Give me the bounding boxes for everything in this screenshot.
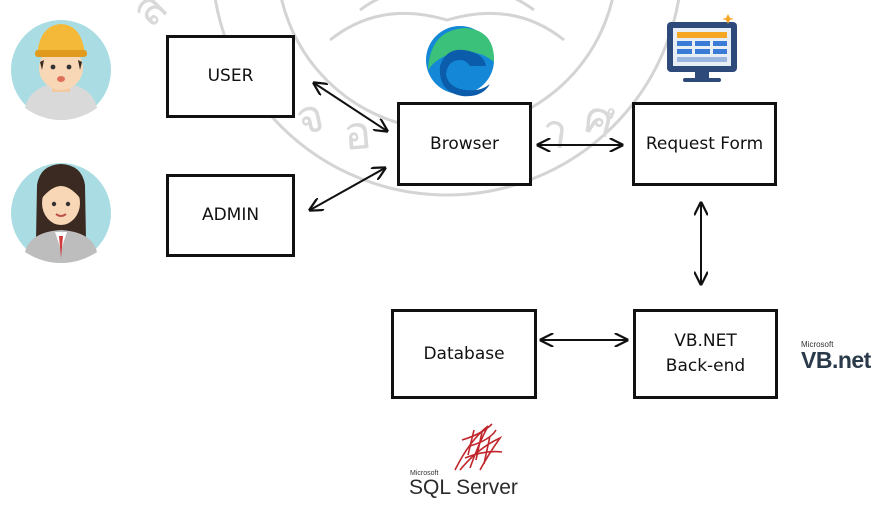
svg-text:ค: ค [577, 88, 621, 148]
admin-box: ADMIN [166, 174, 295, 257]
user-label: USER [207, 66, 254, 87]
request-form-box: Request Form [632, 102, 777, 186]
vbnet-label-line1: VB.NET [674, 331, 737, 352]
database-box: Database [391, 309, 537, 399]
browser-label: Browser [430, 133, 499, 154]
request-form-label: Request Form [645, 133, 764, 154]
svg-text:า: า [538, 102, 571, 159]
database-label: Database [423, 343, 505, 364]
vbnet-logo-brand: Microsoft [801, 340, 834, 349]
admin-label: ADMIN [201, 205, 260, 226]
vbnet-logo-mark: VB.net [801, 347, 871, 373]
svg-text:อ: อ [341, 105, 373, 161]
sqlserver-logo-brand: Microsoft [410, 470, 439, 477]
sqlserver-logo: Microsoft SQL Server [409, 470, 524, 504]
browser-box: Browser [397, 102, 532, 186]
user-box: USER [166, 35, 295, 118]
svg-text:จ: จ [291, 87, 329, 145]
sqlserver-logo-mark: SQL Server [409, 476, 518, 499]
svg-text:ล: ล [120, 0, 178, 38]
vbnet-label-line2: Back-end [665, 356, 746, 376]
vbnet-logo: Microsoft VB.net [801, 340, 893, 373]
vbnet-backend-box: VB.NET Back-end [633, 309, 778, 399]
